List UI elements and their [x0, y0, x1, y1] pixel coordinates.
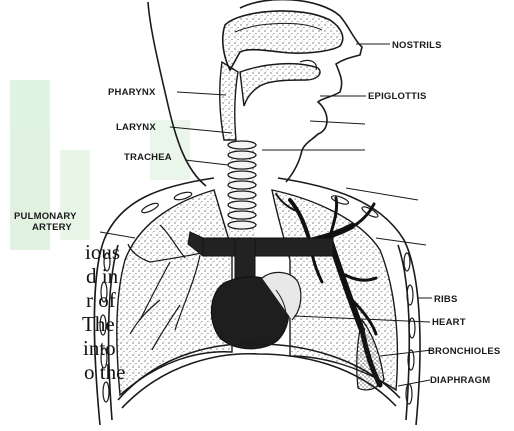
- label-epiglottis: EPIGLOTTIS: [368, 91, 426, 102]
- pharynx-leader: [177, 92, 226, 95]
- trachea-leader: [185, 160, 228, 165]
- heart: [211, 272, 300, 348]
- label-pulmonary: PULMONARY: [14, 211, 77, 222]
- label-heart: HEART: [432, 317, 466, 328]
- text-fragment: into: [83, 336, 116, 360]
- diaphragm-leader: [398, 380, 430, 386]
- trachea: [228, 140, 256, 240]
- mouth-tongue: [240, 60, 320, 106]
- label-nostrils: NOSTRILS: [392, 40, 442, 51]
- label-bronchioles: BRONCHIOLES: [428, 346, 500, 357]
- label-trachea: TRACHEA: [124, 152, 172, 163]
- left-lung: [117, 190, 232, 395]
- text-fragment: The: [82, 312, 115, 336]
- pharynx: [220, 62, 238, 140]
- label-larynx: LARYNX: [116, 122, 156, 133]
- guide-line: [376, 238, 426, 245]
- label-ribs: RIBS: [434, 294, 458, 305]
- guide-line: [346, 188, 418, 200]
- label-diaphragm: DIAPHRAGM: [430, 375, 490, 386]
- label-pharynx: PHARYNX: [108, 87, 156, 98]
- nasal-cavity: [223, 11, 343, 70]
- label-artery: ARTERY: [32, 222, 72, 233]
- guide-line: [310, 121, 365, 124]
